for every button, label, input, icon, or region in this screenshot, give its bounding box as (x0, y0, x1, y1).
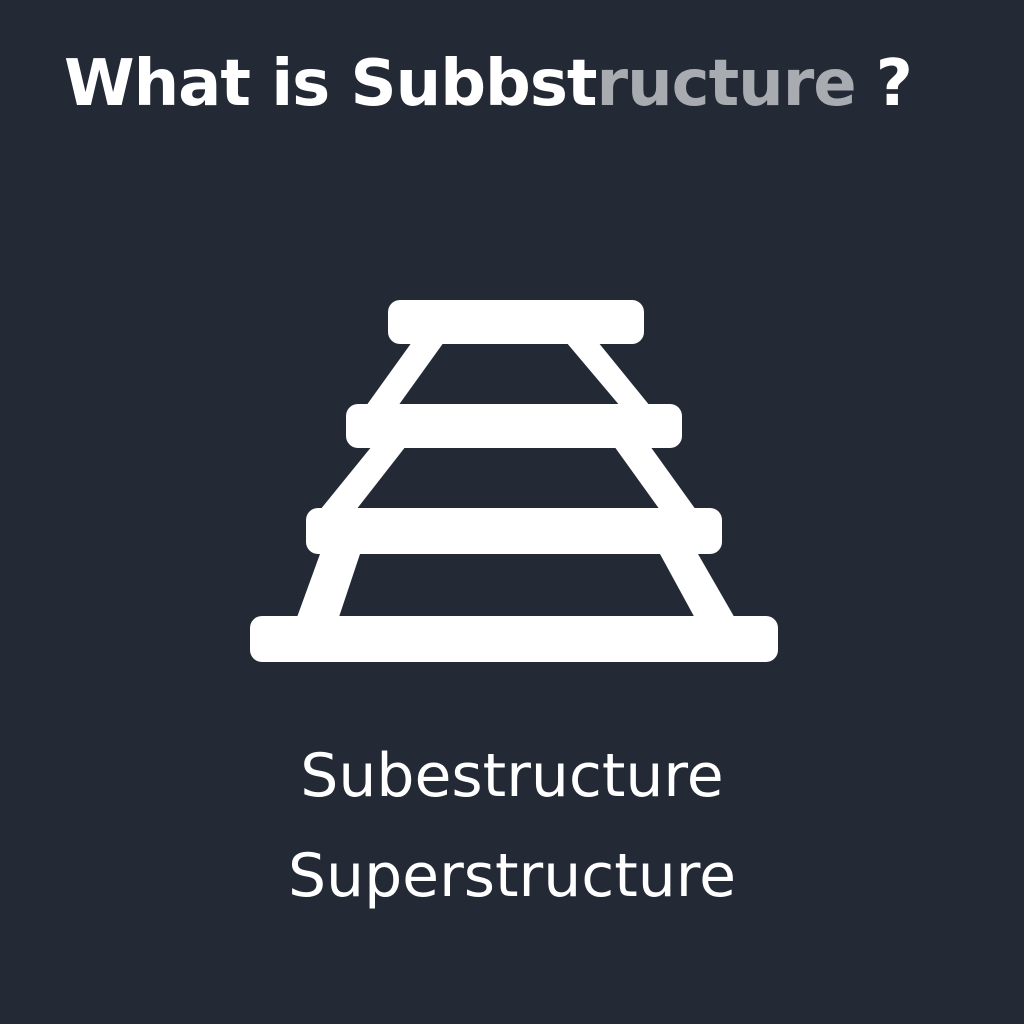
pyramid-leg (614, 446, 696, 510)
pyramid-leg (366, 342, 444, 406)
pyramid-leg (660, 554, 736, 620)
title-text-dim: ructure (596, 47, 857, 121)
pyramid-leg (296, 554, 360, 620)
pyramid-step-2 (346, 404, 682, 448)
page-title: What is Subbstructure? (64, 44, 913, 124)
stepped-pyramid-icon (250, 300, 778, 662)
pyramid-leg (320, 446, 406, 510)
title-question-mark: ? (875, 47, 913, 121)
label-superstructure: Superstructure (287, 841, 737, 911)
pyramid-leg (566, 342, 650, 406)
label-substructure: Subestructure (300, 741, 724, 811)
structure-labels: Subestructure Superstructure (0, 726, 1024, 926)
pyramid-step-base (250, 616, 778, 662)
title-text-bright: What is Subbst (64, 47, 597, 121)
pyramid-step-3 (306, 508, 722, 554)
pyramid-step-top (388, 300, 644, 344)
